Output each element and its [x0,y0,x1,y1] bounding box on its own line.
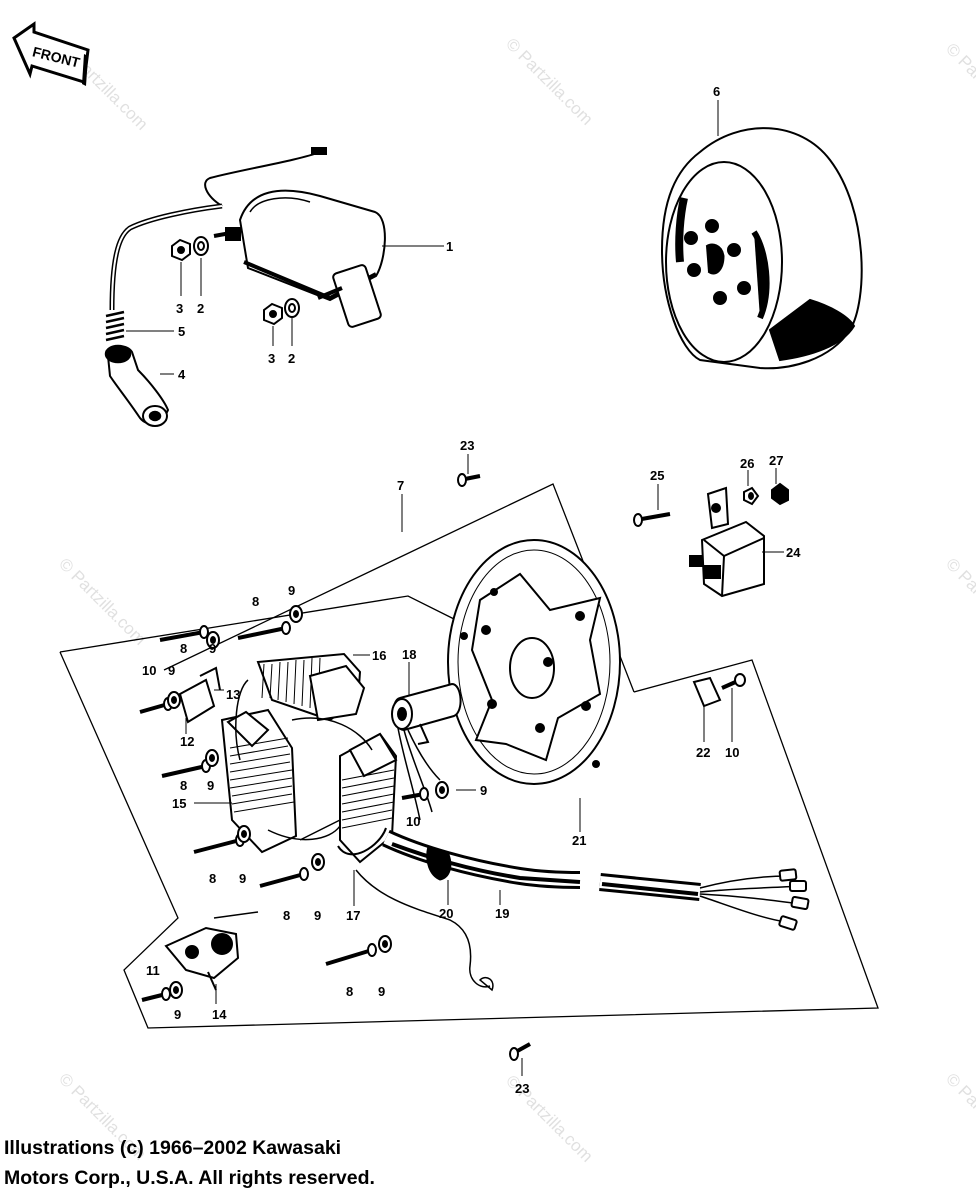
callout-9: 9 [209,641,216,656]
callout-14: 14 [212,1007,227,1022]
callout-17: 17 [346,908,360,923]
watermark: © Partzilla.com [942,1069,976,1163]
watermark: © Partzilla.com [55,554,149,648]
callout-8: 8 [252,594,259,609]
callout-9: 9 [207,778,214,793]
callout-10: 10 [406,814,420,829]
callout-5: 5 [178,324,185,339]
callout-8: 8 [346,984,353,999]
callout-9: 9 [168,663,175,678]
backing-plate [447,539,621,785]
copyright-notice: Illustrations (c) 1966–2002 Kawasaki Mot… [4,1133,375,1193]
callout-20: 20 [439,906,453,921]
callout-numbers: 1 3 2 3 2 5 4 6 7 23 25 26 27 24 9 8 8 9… [142,84,801,1096]
callout-19: 19 [495,906,509,921]
callout-9: 9 [174,1007,181,1022]
condenser [391,682,462,821]
screws [139,473,746,1061]
leader-lines [126,100,784,1076]
callout-8: 8 [283,908,290,923]
callout-3: 3 [268,351,275,366]
regulator [689,482,789,708]
callout-10: 10 [725,745,739,760]
callout-26: 26 [740,456,754,471]
callout-22: 22 [696,745,710,760]
callout-9: 9 [378,984,385,999]
callout-25: 25 [650,468,664,483]
spring-and-plug-cap [104,310,170,427]
ignition-coil [109,147,386,328]
callout-9: 9 [314,908,321,923]
front-arrow-icon: FRONT [12,21,90,86]
callout-3: 3 [176,301,183,316]
callout-12: 12 [180,734,194,749]
callout-8: 8 [180,778,187,793]
copyright-line-1: Illustrations (c) 1966–2002 Kawasaki [4,1137,342,1159]
callout-24: 24 [786,545,801,560]
flywheel-rotor [660,127,863,370]
callout-21: 21 [572,833,586,848]
watermark: © Partzilla.com [942,39,976,133]
callout-18: 18 [402,647,416,662]
callout-8: 8 [209,871,216,886]
callout-1: 1 [446,239,453,254]
callout-11: 11 [146,963,160,978]
stator-coils [220,652,398,864]
nuts-washers-coil [171,236,300,326]
callout-8: 8 [180,641,187,656]
copyright-line-2: Motors Corp., U.S.A. All rights reserved… [4,1167,375,1189]
callout-2: 2 [288,351,295,366]
callout-16: 16 [372,648,386,663]
callout-7: 7 [397,478,404,493]
callout-23: 23 [460,438,474,453]
callout-23: 23 [515,1081,529,1096]
washers [167,605,449,999]
callout-9: 9 [239,871,246,886]
wire-harness [355,829,810,992]
callout-2: 2 [197,301,204,316]
watermark: © Partzilla.com [502,34,596,128]
callout-27: 27 [769,453,783,468]
watermark: © Partzilla.com [942,554,976,648]
callout-13: 13 [226,687,240,702]
contact-breaker [164,666,259,991]
callout-10: 10 [142,663,156,678]
callout-9: 9 [480,783,487,798]
callout-9: 9 [288,583,295,598]
callout-4: 4 [178,367,186,382]
callout-6: 6 [713,84,720,99]
callout-15: 15 [172,796,186,811]
